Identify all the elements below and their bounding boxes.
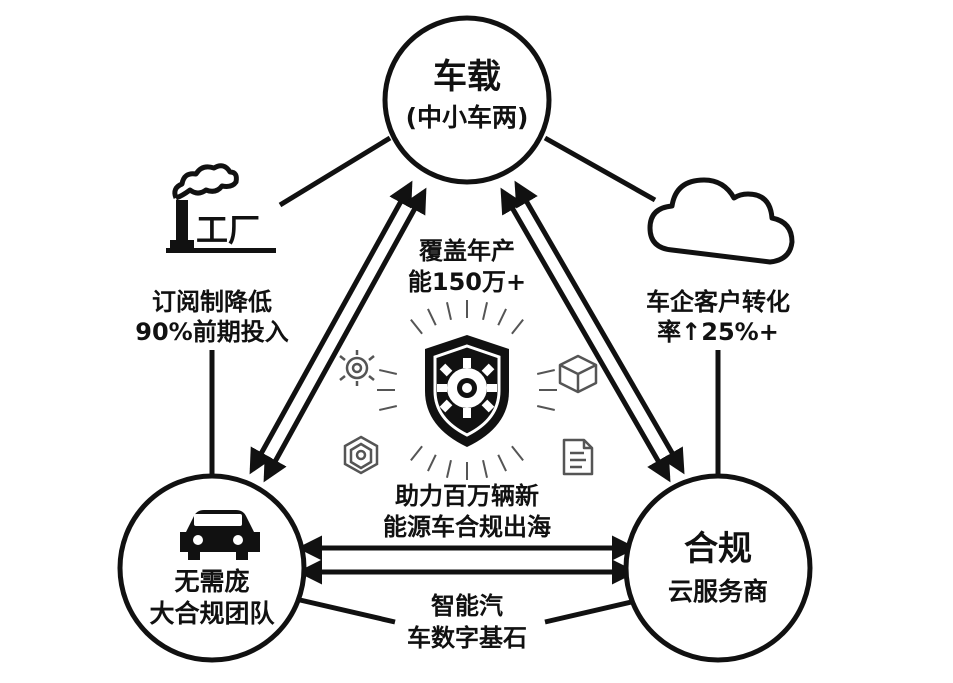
center-bottom-line1: 助力百万辆新 [395, 482, 539, 510]
burst-ray [497, 454, 507, 472]
node-right-title: 合规 [684, 529, 752, 569]
hexagon-icon [343, 435, 379, 475]
burst-ray [445, 302, 452, 321]
burst-ray [511, 319, 524, 335]
arrow-top-left [249, 180, 427, 483]
connector-bottom-right [544, 597, 641, 625]
car-icon [180, 510, 260, 560]
burst-ray [379, 405, 398, 412]
node-left-circle [117, 473, 307, 663]
bottom-label-line2: 车数字基石 [407, 624, 527, 652]
left-side-line1: 订阅制降低 [152, 288, 272, 316]
center-top-line2: 能150万+ [407, 268, 527, 296]
burst-ray [379, 368, 398, 375]
document-icon [562, 438, 594, 476]
factory-icon [166, 163, 276, 253]
node-right-subtitle: 云服务商 [667, 577, 768, 606]
center-top-line1: 覆盖年产 [419, 237, 515, 265]
right-side-line2: 率↑25%+ [657, 318, 779, 346]
gear-cluster-icon [339, 350, 375, 386]
connector-top-cloud [543, 135, 657, 203]
center-bottom-line2: 能源车合规出海 [383, 513, 551, 541]
arrow-left-right [297, 535, 637, 585]
connector-bottom-left [299, 597, 396, 625]
burst-ray [410, 319, 423, 335]
burst-ray [410, 445, 423, 461]
arrow-top-right [500, 180, 685, 483]
right-side-line1: 车企客户转化 [646, 288, 790, 316]
burst-ray [511, 445, 524, 461]
burst-ray [427, 454, 437, 472]
node-left-line2: 大合规团队 [149, 599, 275, 628]
node-top-subtitle: (中小车两) [405, 103, 529, 132]
node-left-line1: 无需庞 [174, 567, 250, 596]
cube-icon [558, 354, 598, 394]
shield-gear-icon [425, 335, 509, 447]
node-right-circle [623, 473, 813, 663]
burst-ray [536, 405, 555, 412]
burst-ray [482, 459, 489, 478]
left-side-line2: 90%前期投入 [135, 318, 289, 346]
burst-ray [536, 368, 555, 375]
bottom-label-line1: 智能汽 [431, 592, 503, 620]
burst-ray [445, 459, 452, 478]
cloud-icon [647, 177, 795, 265]
burst-ray [482, 302, 489, 321]
node-top-circle [382, 15, 552, 185]
burst-rays [377, 300, 557, 480]
burst-ray [427, 308, 437, 326]
burst-ray [497, 308, 507, 326]
connector-top-factory [278, 135, 392, 208]
node-top-title: 车载 [433, 57, 501, 97]
factory-icon-label: 工厂 [196, 211, 261, 249]
